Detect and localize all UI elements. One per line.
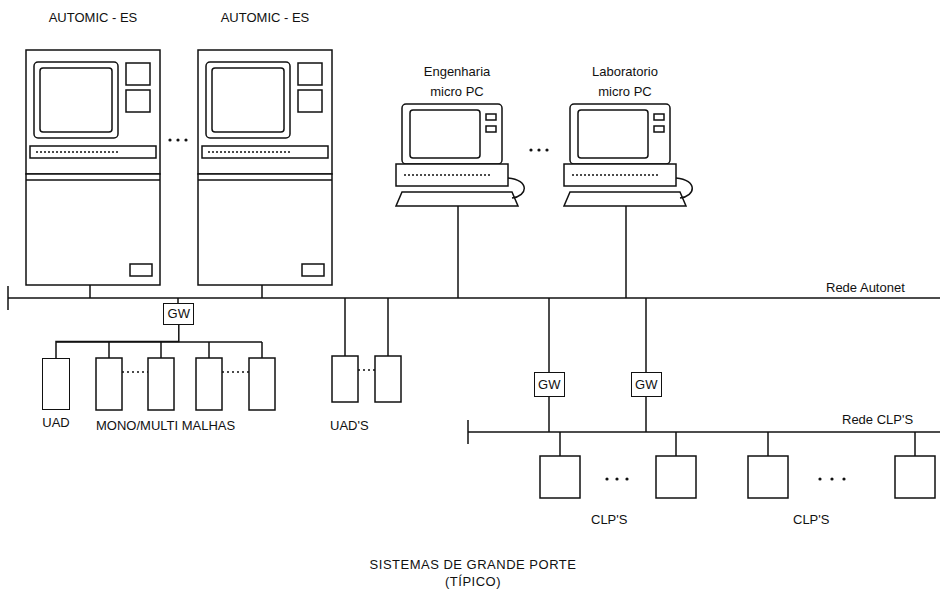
node-text: Engenharia micro PC xyxy=(414,62,500,102)
branch-wires xyxy=(56,342,262,358)
pc xyxy=(396,104,524,206)
unit-box xyxy=(96,356,401,410)
pc xyxy=(564,104,692,206)
node-text: Laboratorio micro PC xyxy=(580,62,670,102)
console xyxy=(198,50,332,285)
console xyxy=(26,50,160,285)
workstation-label: AUTOMIC - ES xyxy=(26,10,160,30)
gateway-box: GW xyxy=(163,303,194,325)
text-label: Rede Autonet xyxy=(826,280,905,296)
text-label: CLP'S xyxy=(591,512,627,528)
gateway-box: GW xyxy=(534,372,565,397)
text-label: UAD'S xyxy=(330,418,369,434)
node-text: GW xyxy=(168,306,190,322)
node-text: UAD xyxy=(42,415,69,431)
node-text: AUTOMIC - ES xyxy=(221,10,310,26)
pc-label: Laboratorio micro PC xyxy=(563,62,687,104)
node-text: AUTOMIC - ES xyxy=(49,10,138,26)
uad-box: UAD xyxy=(42,358,70,410)
clp-bus xyxy=(468,397,940,498)
gateway-box: GW xyxy=(631,372,662,397)
text-label: CLP'S xyxy=(793,512,829,528)
network-bus xyxy=(8,206,940,372)
ellipsis-dots xyxy=(168,138,845,480)
node-text: GW xyxy=(538,377,560,393)
workstation-label: AUTOMIC - ES xyxy=(198,10,332,30)
text-label: MONO/MULTI MALHAS xyxy=(96,418,235,434)
node-text: GW xyxy=(635,377,657,393)
connector xyxy=(56,325,179,358)
text-label: Rede CLP'S xyxy=(842,412,913,428)
pc-label: Engenharia micro PC xyxy=(395,62,519,104)
caption: SISTEMAS DE GRANDE PORTE (TÍPICO) xyxy=(353,556,593,590)
